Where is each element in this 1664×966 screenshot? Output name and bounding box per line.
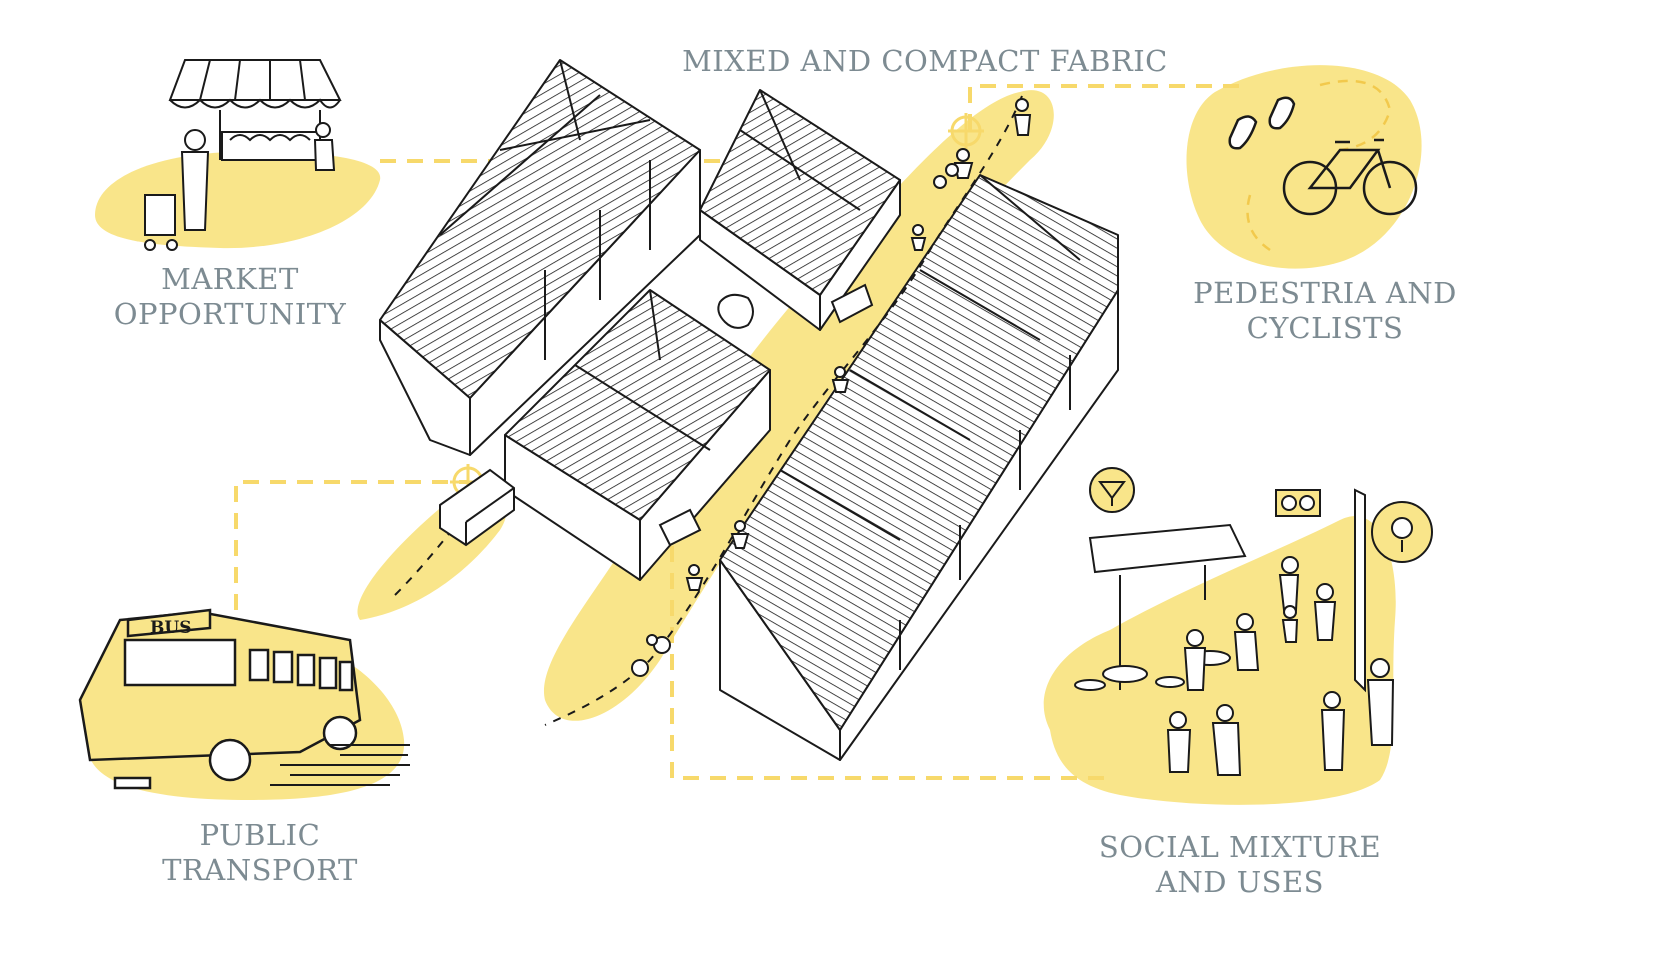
page-title: MIXED AND COMPACT FABRIC xyxy=(680,44,1170,79)
bus-sign: BUS xyxy=(150,618,191,638)
person-icon xyxy=(1315,584,1335,640)
label-line: PUBLIC xyxy=(130,818,390,853)
person-icon xyxy=(833,367,848,392)
bus-windshield xyxy=(125,640,235,685)
label-line: SOCIAL MIXTURE xyxy=(1070,830,1410,865)
bus-plate xyxy=(115,778,150,788)
cafe-awning xyxy=(1090,525,1245,572)
label-line: AND USES xyxy=(1070,865,1410,900)
shopper-person-icon xyxy=(182,130,208,230)
market-opportunity-label: MARKET OPPORTUNITY xyxy=(80,262,380,332)
awning-icon xyxy=(170,60,340,100)
label-line: TRANSPORT xyxy=(130,853,390,888)
label-line: PEDESTRIA AND xyxy=(1160,276,1490,311)
market-blob xyxy=(95,152,380,248)
social-mixture-label: SOCIAL MIXTURE AND USES xyxy=(1070,830,1410,900)
child-icon xyxy=(1283,606,1297,642)
pedestrians-cyclists-label: PEDESTRIA AND CYCLISTS xyxy=(1160,276,1490,346)
bus-wheel xyxy=(210,740,250,780)
person-icon xyxy=(687,565,702,590)
person-icon xyxy=(912,225,925,250)
person-icon xyxy=(732,521,748,548)
label-line: MARKET xyxy=(80,262,380,297)
person-icon xyxy=(1185,630,1205,690)
bush-icon xyxy=(718,295,753,328)
label-line: OPPORTUNITY xyxy=(80,297,380,332)
shop-wall xyxy=(1355,490,1365,690)
pedestrian-blob xyxy=(1186,65,1421,268)
public-transport-label: PUBLIC TRANSPORT xyxy=(130,818,390,888)
person-icon xyxy=(1280,557,1298,610)
vendor-person-icon xyxy=(315,123,334,170)
person-icon xyxy=(1015,99,1030,135)
label-line: CYCLISTS xyxy=(1160,311,1490,346)
person-icon xyxy=(1168,712,1190,772)
